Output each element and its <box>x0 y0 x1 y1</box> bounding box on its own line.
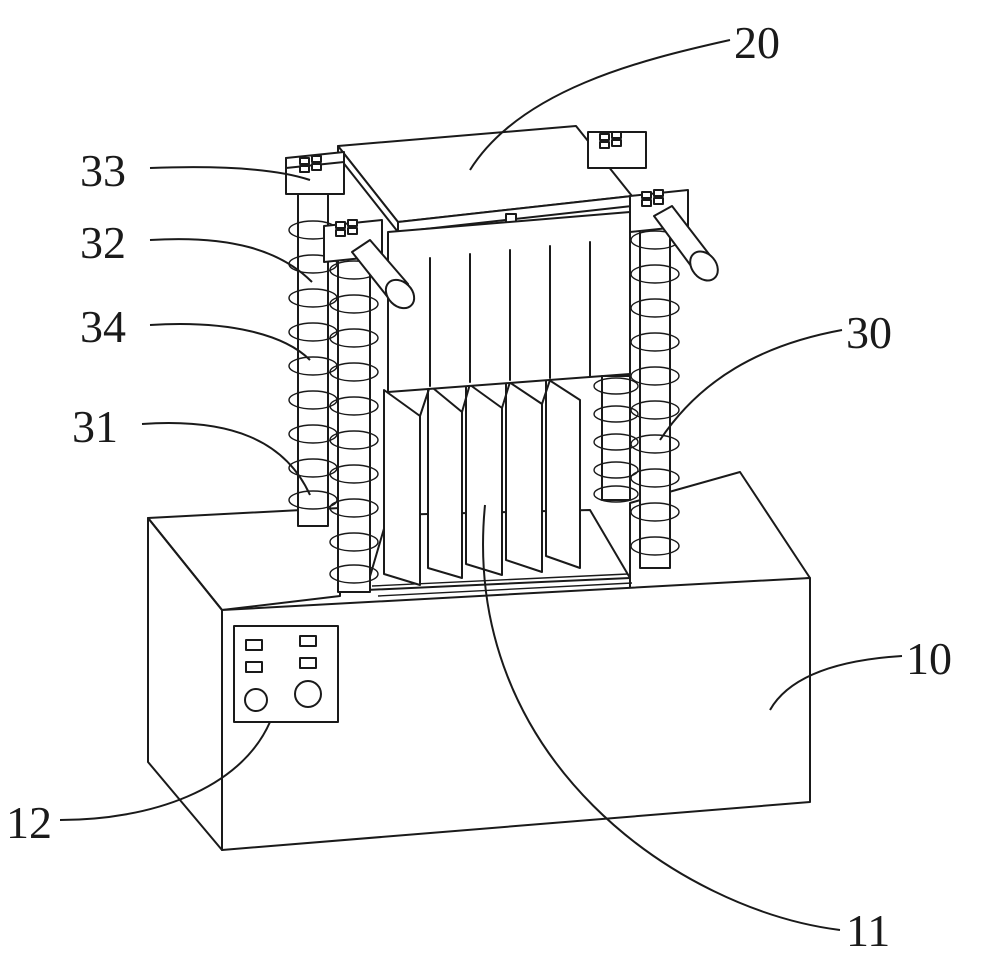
label-33: 33 <box>80 145 126 196</box>
leader-31 <box>141 422 311 496</box>
label-12: 12 <box>6 797 52 848</box>
leader-10 <box>769 655 903 711</box>
label-20: 20 <box>734 17 780 68</box>
panel-knob <box>294 680 322 708</box>
vertical-plates <box>383 377 581 586</box>
label-10: 10 <box>906 633 952 684</box>
right-guide-assembly <box>587 131 719 569</box>
control-panel <box>233 625 339 723</box>
plate <box>465 381 503 576</box>
label-31: 31 <box>72 401 118 452</box>
left-guide-assembly <box>285 151 416 593</box>
plate <box>383 389 421 586</box>
plate <box>545 377 581 569</box>
leader-lines <box>59 39 903 931</box>
leader-11 <box>482 504 841 931</box>
leader-20 <box>469 39 731 171</box>
label-32: 32 <box>80 217 126 268</box>
label-11: 11 <box>846 905 890 956</box>
leader-32 <box>149 238 313 283</box>
spring <box>630 230 680 556</box>
label-34: 34 <box>80 301 126 352</box>
leader-12 <box>59 721 271 821</box>
leader-33 <box>149 166 311 181</box>
base-box <box>147 471 811 851</box>
handle <box>351 239 416 310</box>
leader-34 <box>149 323 311 361</box>
handle <box>653 205 719 282</box>
plate <box>427 383 463 579</box>
plate <box>505 379 543 573</box>
guide-rod <box>639 209 671 569</box>
guide-rod <box>601 375 631 501</box>
panel-switch <box>245 661 263 673</box>
label-30: 30 <box>846 307 892 358</box>
reference-numerals: 20 33 32 34 31 30 10 12 11 <box>6 17 952 956</box>
panel-switch <box>245 639 263 651</box>
leader-30 <box>659 329 843 441</box>
panel-switch <box>299 635 317 647</box>
panel-knob <box>244 688 268 712</box>
press-frame <box>387 211 631 393</box>
spring <box>593 377 639 503</box>
panel-switch <box>299 657 317 669</box>
